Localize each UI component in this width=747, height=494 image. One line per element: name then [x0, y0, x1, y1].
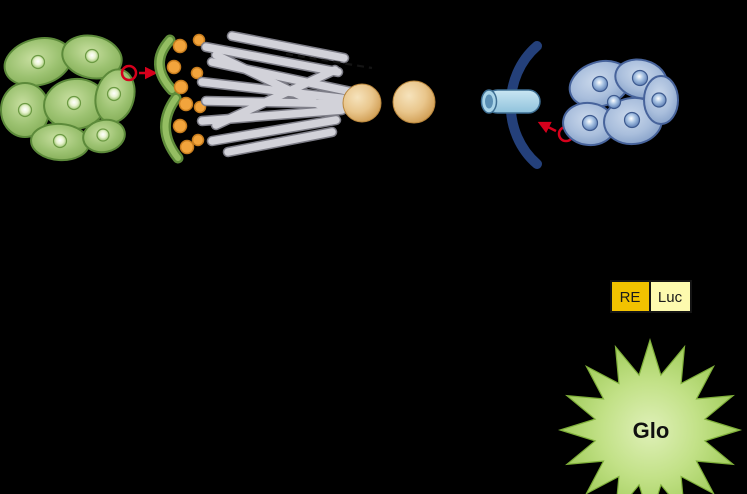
vesicle-dots-icon: [166, 33, 207, 155]
analyte-marker-left-icon: [120, 64, 158, 82]
luminescence-burst: Glo: [557, 337, 743, 494]
re-label: RE: [620, 289, 641, 306]
dashed-callout-line-icon: [285, 52, 373, 70]
luc-label: Luc: [658, 289, 683, 306]
starburst-icon: [557, 337, 743, 494]
ligand-sphere-icon: [342, 80, 436, 124]
blue-cell-nuclei-icon: [581, 69, 667, 132]
glo-label: Glo: [633, 418, 670, 443]
reporter-construct: RE Luc: [610, 280, 692, 313]
receptor-cylinder-icon: [480, 89, 541, 114]
membrane-fragment-icon: [154, 34, 184, 164]
rod-bundle-icon: [198, 32, 360, 156]
luc-box: [649, 280, 692, 313]
green-cell-nuclei-icon: [17, 48, 122, 149]
green-cell-cluster-icon: [0, 34, 136, 162]
